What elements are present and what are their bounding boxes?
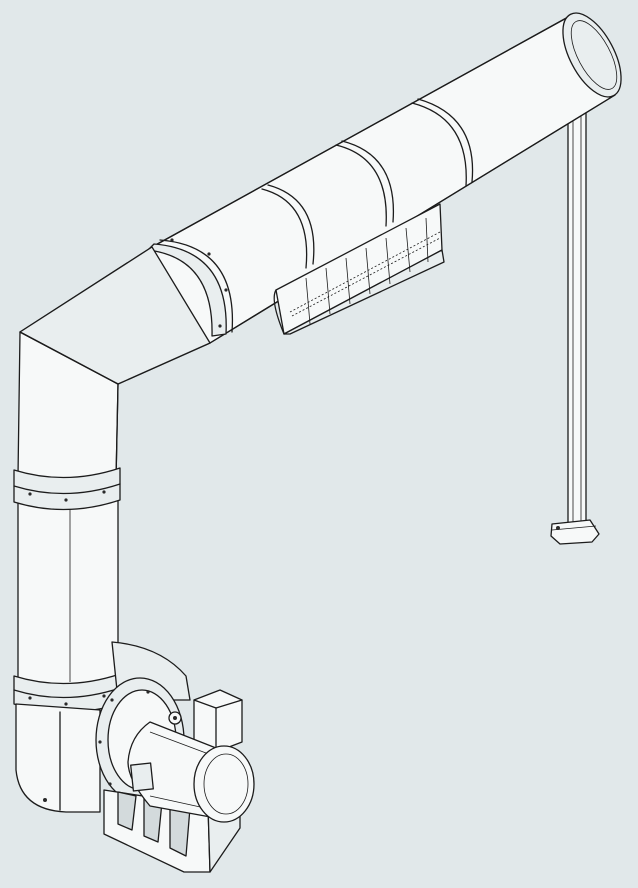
duct-joint-flange xyxy=(13,467,121,511)
duct-end-cap xyxy=(562,12,622,98)
support-column xyxy=(550,111,600,545)
capture-hood xyxy=(273,203,445,335)
vertical-duct xyxy=(13,467,121,713)
motor-body xyxy=(127,711,217,819)
duct-joint-flange xyxy=(411,98,474,187)
duct-elbow xyxy=(17,246,211,481)
duct-joint-flange xyxy=(147,238,234,337)
fan-motor xyxy=(127,689,255,823)
motor-end-cap xyxy=(193,745,255,823)
column-base-plate xyxy=(550,519,600,545)
duct-joint-flange xyxy=(261,184,315,269)
duct-joint-flange xyxy=(335,140,395,227)
